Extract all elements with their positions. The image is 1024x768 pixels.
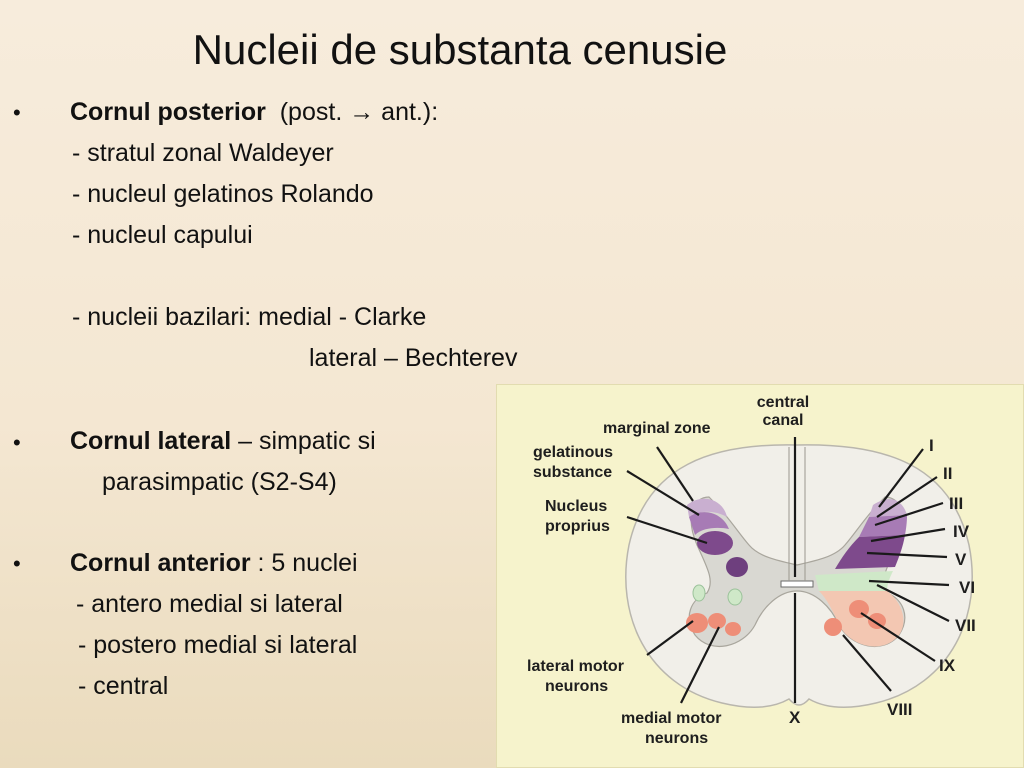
motor-nucleus-right	[824, 618, 842, 636]
bullet-anterior: •	[13, 551, 21, 576]
lamina-ii-right	[859, 515, 907, 537]
anterior-item: - antero medial si lateral	[76, 590, 343, 618]
medial-motor-neurons-label: neurons	[645, 730, 708, 747]
nucleus-proprius-label: Nucleus	[545, 498, 607, 515]
anterior-heading: Cornul anterior	[70, 549, 251, 577]
spinal-cord-figure: central canal marginal zone gelatinous s…	[496, 384, 1024, 768]
posterior-suffix-post: ant.):	[374, 98, 439, 126]
slide-title: Nucleii de substanta cenusie	[192, 26, 728, 73]
lamina-label: V	[955, 550, 967, 569]
arrow-icon: →	[349, 98, 375, 126]
lamina-label: IV	[953, 522, 970, 541]
posterior-item: - stratul zonal Waldeyer	[72, 139, 334, 167]
posterior-item: - nucleul capului	[72, 221, 253, 249]
small-nucleus-left	[727, 588, 743, 606]
lamina-label: X	[789, 708, 801, 727]
lamina-label: VI	[959, 578, 975, 597]
lamina-iii-v-right	[835, 535, 905, 569]
lateral-motor-neurons-label: lateral motor	[527, 658, 624, 675]
central-canal	[780, 580, 814, 588]
lamina-label: II	[943, 464, 952, 483]
lamina-vi-right	[815, 571, 893, 591]
lamina-vii-right	[819, 591, 904, 647]
bullet-posterior: •	[13, 100, 21, 125]
posterior-item: lateral – Bechterev	[309, 344, 518, 372]
posterior-suffix-pre: (post.	[265, 98, 350, 126]
small-nucleus-left	[692, 584, 706, 602]
anterior-item: - postero medial si lateral	[78, 631, 358, 659]
motor-nucleus-left	[708, 613, 726, 629]
gelatinous-substance-label: substance	[533, 464, 612, 481]
central-canal-label: canal	[763, 412, 804, 429]
motor-nucleus-left	[725, 622, 741, 636]
lateral-suffix: – simpatic si	[231, 427, 376, 455]
clarke-left	[726, 557, 748, 577]
posterior-item: - nucleul gelatinos Rolando	[72, 180, 374, 208]
posterior-heading-line: Cornul posterior (post. → ant.):	[70, 98, 438, 127]
posterior-item: - nucleii bazilari: medial - Clarke	[72, 303, 427, 331]
lamina-label: III	[949, 494, 963, 513]
medial-motor-neurons-label: medial motor	[621, 710, 721, 727]
gelatinous-substance-label: gelatinous	[533, 444, 613, 461]
lamina-label: VIII	[887, 700, 913, 719]
nucleus-proprius-left	[697, 531, 733, 555]
lateral-line2: parasimpatic (S2-S4)	[102, 468, 337, 496]
anterior-heading-line: Cornul anterior : 5 nuclei	[70, 549, 358, 578]
central-canal-label: central	[757, 394, 809, 411]
anterior-item: - central	[78, 672, 169, 700]
marginal-zone-left	[687, 498, 727, 517]
lateral-heading: Cornul lateral	[70, 427, 232, 455]
lamina-label: I	[929, 436, 934, 455]
lateral-heading-line: Cornul lateral – simpatic si	[70, 427, 376, 456]
lateral-motor-neurons-label: neurons	[545, 678, 608, 695]
motor-nucleus-right	[849, 600, 869, 618]
motor-nucleus-left	[686, 613, 708, 633]
lamina-label: VII	[955, 616, 976, 635]
spinal-cord-diagram: central canal marginal zone gelatinous s…	[527, 394, 976, 747]
posterior-heading: Cornul posterior	[70, 98, 266, 126]
nucleus-proprius-label: proprius	[545, 518, 610, 535]
anterior-suffix: : 5 nuclei	[250, 549, 358, 577]
gelatinous-left	[689, 512, 729, 535]
lamina-label: IX	[939, 656, 956, 675]
leader-lines	[626, 437, 950, 704]
marginal-zone-label: marginal zone	[603, 420, 711, 437]
bullet-lateral: •	[13, 430, 21, 455]
